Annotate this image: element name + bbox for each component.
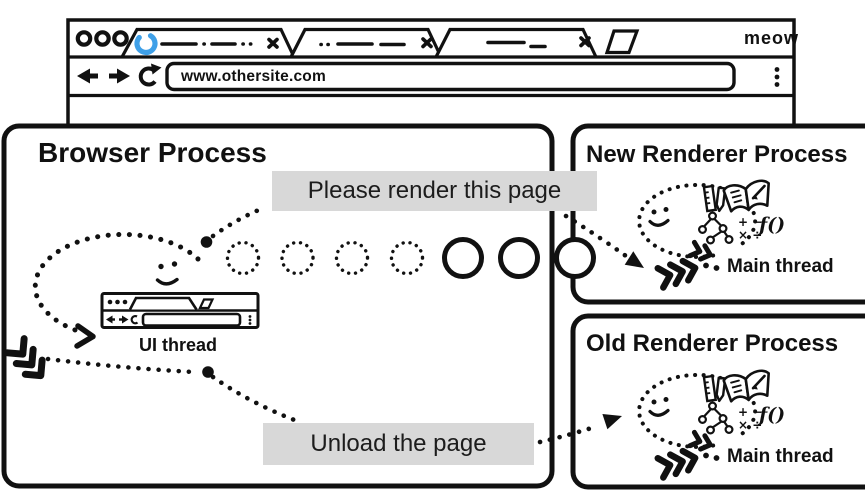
browser-process-doodles	[3, 232, 260, 380]
message-origin-dot	[202, 366, 214, 378]
ui-thread-label: UI thread	[139, 335, 218, 355]
old-renderer-title: Old Renderer Process	[586, 330, 839, 357]
solid-circle-icon	[442, 237, 484, 279]
activity-loop	[637, 182, 758, 259]
tab-close-icon[interactable]	[421, 37, 433, 49]
tab-background-2[interactable]	[434, 27, 598, 58]
address-bar[interactable]	[165, 61, 736, 92]
tab-title-scribble	[319, 42, 406, 47]
forward-button[interactable]	[109, 68, 130, 84]
dotted-circle-icon	[225, 240, 261, 276]
tab-close-icon[interactable]	[267, 37, 279, 49]
smiley-face-icon	[155, 261, 179, 286]
window-button-icon[interactable]	[94, 30, 111, 47]
window-button-icon[interactable]	[75, 30, 93, 47]
message-origin-dot	[200, 236, 213, 248]
dom-tree-icon	[697, 211, 734, 245]
solid-circle-icon	[498, 237, 540, 279]
trail-dot	[713, 265, 720, 271]
loading-spinner-icon	[134, 31, 158, 56]
math-icon: + − × ÷	[738, 215, 762, 242]
smiley-face-icon	[648, 207, 670, 227]
browser-toolbar	[68, 61, 794, 98]
main-thread-label-old: Main thread	[727, 446, 834, 467]
ruler-icon	[702, 184, 718, 213]
new-renderer-title: New Renderer Process	[586, 141, 848, 168]
window-controls[interactable]	[75, 30, 129, 47]
activity-loop	[32, 232, 201, 336]
back-button[interactable]	[77, 68, 98, 84]
tab-background-1[interactable]	[289, 27, 443, 58]
arrowhead-into-new-renderer	[624, 251, 644, 268]
svg-text:+ −: + −	[738, 215, 762, 229]
mock-browser-window	[66, 18, 796, 126]
main-thread-label-new: Main thread	[727, 256, 834, 277]
browser-process-box	[1, 123, 555, 489]
dotted-circle-icon	[334, 240, 370, 276]
message-render-label: Please render this page	[272, 171, 597, 211]
reload-button[interactable]	[138, 63, 162, 87]
address-bar-text[interactable]: www.othersite.com	[181, 68, 326, 85]
dotted-circle-icon	[280, 240, 315, 276]
message-arcs	[210, 204, 629, 445]
ipc-message-dots	[225, 237, 596, 279]
trail-dot	[703, 262, 709, 269]
book-icon	[722, 179, 770, 213]
arc-to-unload-label	[210, 374, 300, 424]
speed-chevrons-icon	[3, 335, 46, 380]
svg-text:× ÷: × ÷	[738, 228, 762, 242]
dotted-circle-icon	[389, 240, 425, 276]
loop-arrowhead-icon	[74, 323, 96, 349]
window-button-icon[interactable]	[112, 30, 129, 47]
loop-arrowhead-icon	[687, 239, 713, 262]
tab-title-scribble	[486, 40, 547, 49]
solid-circle-icon	[554, 237, 596, 279]
new-renderer-process-box	[570, 123, 865, 305]
new-renderer-doodles: + − × ÷ f()	[637, 179, 785, 291]
new-tab-button[interactable]	[604, 29, 640, 55]
dotted-trail	[45, 356, 197, 375]
brand-label: meow	[744, 28, 800, 48]
tab-loading[interactable]	[120, 27, 296, 58]
arrowhead-into-old-renderer	[602, 414, 622, 430]
message-unload-label: Unload the page	[263, 423, 534, 465]
function-icon: f()	[757, 214, 785, 236]
browser-process-title: Browser Process	[38, 137, 267, 168]
tab-close-icon[interactable]	[579, 36, 591, 48]
ui-thread-browser-icon	[100, 292, 260, 329]
arc-to-render-label	[210, 204, 269, 239]
speed-chevrons-icon	[654, 257, 699, 291]
menu-kebab-icon[interactable]	[774, 67, 780, 87]
